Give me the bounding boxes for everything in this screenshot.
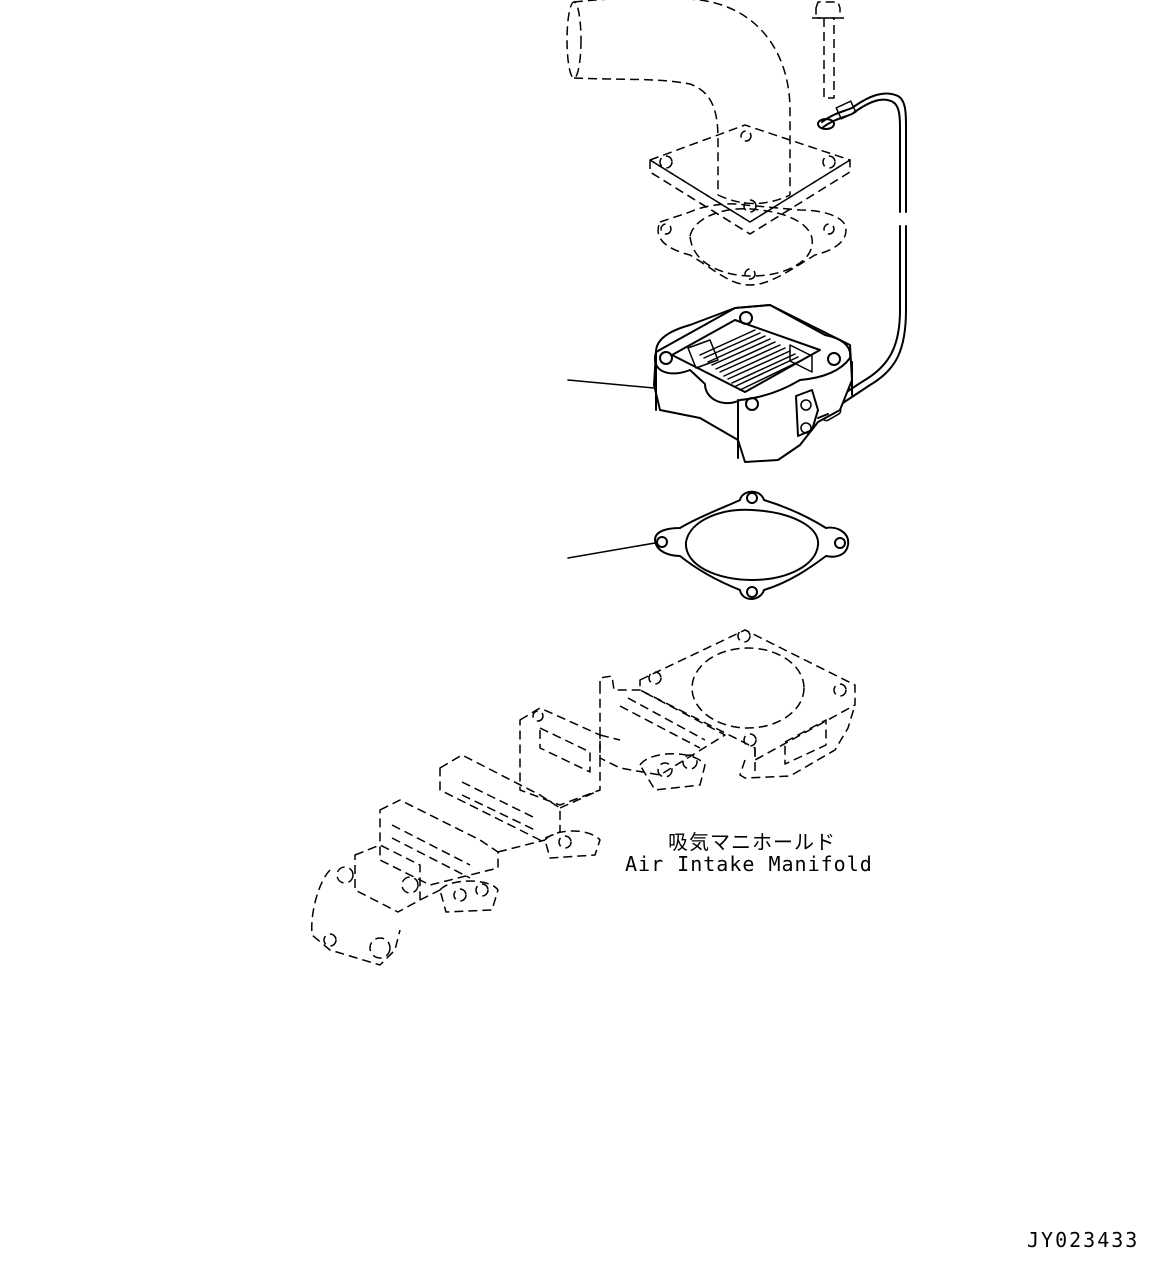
heater-leader-line bbox=[567, 379, 655, 389]
lower-gasket bbox=[654, 490, 850, 600]
figure-code: JY023433 bbox=[1027, 1228, 1140, 1252]
manifold-label-japanese: 吸気マニホールド bbox=[668, 830, 836, 854]
pipe-flange-plate bbox=[649, 124, 851, 235]
upper-gasket bbox=[657, 203, 847, 286]
intake-heater-body bbox=[653, 304, 853, 463]
manifold-label-english: Air Intake Manifold bbox=[625, 852, 873, 876]
air-intake-manifold bbox=[311, 629, 856, 966]
mounting-bolt bbox=[812, 1, 844, 99]
intake-elbow-pipe bbox=[566, 0, 791, 205]
gasket-leader-line bbox=[567, 542, 656, 559]
